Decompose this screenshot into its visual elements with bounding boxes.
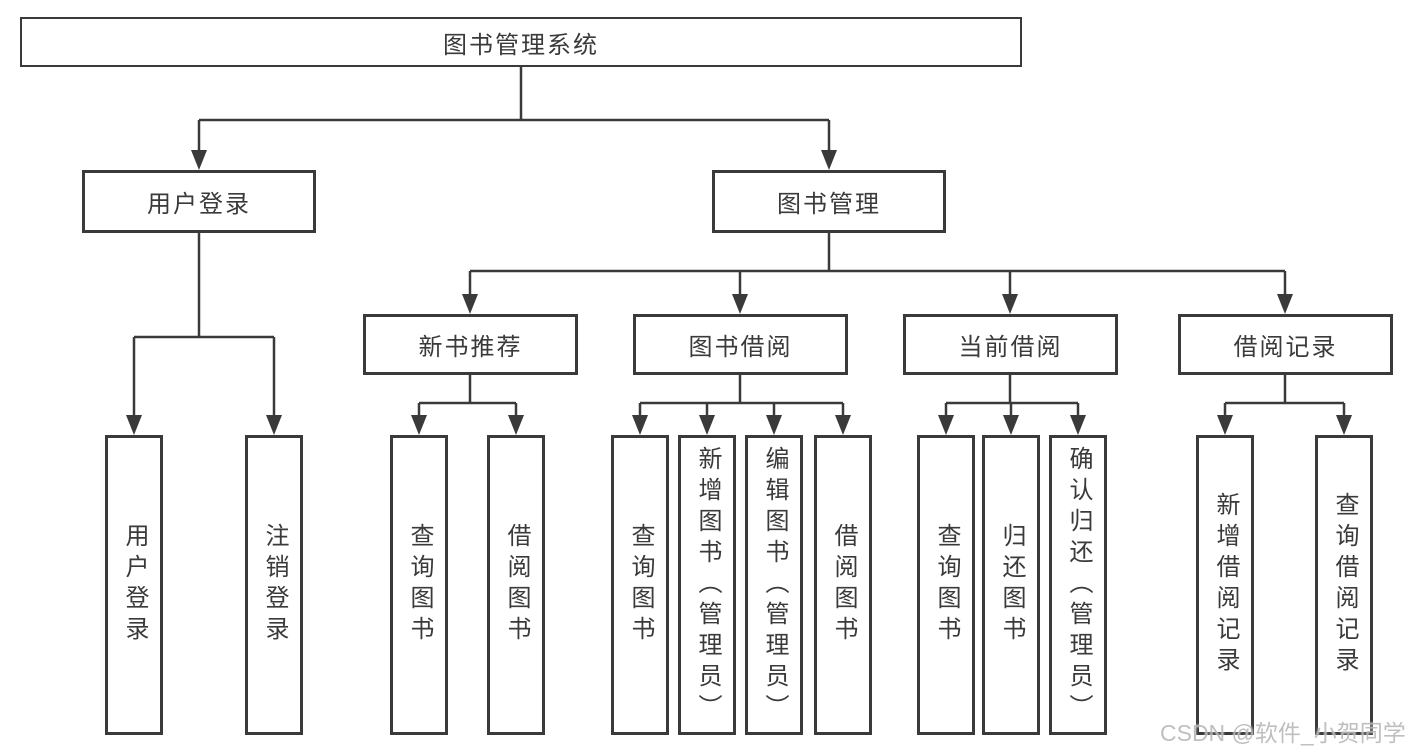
node-leaf-search-books-current: 查询图书 — [917, 435, 975, 735]
node-leaf-return-books-label: 归还图书 — [998, 523, 1025, 647]
node-leaf-search-books-recommend-label: 查询图书 — [406, 523, 433, 647]
arrowheads — [126, 150, 1352, 435]
node-leaf-confirm-return-admin-label: 确认归还（管理员） — [1065, 445, 1092, 725]
node-leaf-add-books-admin: 新增图书（管理员） — [678, 435, 736, 735]
node-book-management-label: 图书管理 — [777, 191, 881, 218]
node-leaf-borrow-books-recommend: 借阅图书 — [487, 435, 545, 735]
node-root: 图书管理系统 — [20, 17, 1022, 67]
node-leaf-logout: 注销登录 — [245, 435, 303, 735]
node-leaf-confirm-return-admin: 确认归还（管理员） — [1049, 435, 1107, 735]
node-borrowing-records: 借阅记录 — [1178, 314, 1393, 375]
node-book-management: 图书管理 — [712, 170, 946, 233]
node-new-book-recommend-label: 新书推荐 — [418, 334, 523, 361]
node-leaf-user-login: 用户登录 — [105, 435, 163, 735]
node-new-book-recommend: 新书推荐 — [363, 314, 578, 375]
node-leaf-search-books-borrowing-label: 查询图书 — [627, 523, 654, 647]
node-leaf-borrow-books-borrowing: 借阅图书 — [814, 435, 872, 735]
node-leaf-return-books: 归还图书 — [982, 435, 1040, 735]
node-borrowing-records-label: 借阅记录 — [1233, 334, 1338, 361]
node-current-borrowing-label: 当前借阅 — [958, 334, 1063, 361]
node-leaf-borrow-books-borrowing-label: 借阅图书 — [830, 523, 857, 647]
node-book-borrowing-label: 图书借阅 — [688, 334, 793, 361]
node-leaf-edit-books-admin-label: 编辑图书（管理员） — [761, 445, 788, 725]
node-leaf-add-borrow-record: 新增借阅记录 — [1196, 435, 1254, 735]
node-leaf-search-books-borrowing: 查询图书 — [611, 435, 669, 735]
node-leaf-search-borrow-record-label: 查询借阅记录 — [1331, 492, 1358, 678]
node-current-borrowing: 当前借阅 — [903, 314, 1118, 375]
node-leaf-logout-label: 注销登录 — [261, 523, 288, 647]
node-leaf-add-borrow-record-label: 新增借阅记录 — [1212, 492, 1239, 678]
node-leaf-edit-books-admin: 编辑图书（管理员） — [745, 435, 803, 735]
node-book-borrowing: 图书借阅 — [633, 314, 848, 375]
node-user-login-label: 用户登录 — [147, 191, 251, 218]
node-leaf-add-books-admin-label: 新增图书（管理员） — [694, 445, 721, 725]
node-leaf-search-books-current-label: 查询图书 — [933, 523, 960, 647]
watermark: CSDN @软件_小贺同学 — [1160, 720, 1405, 746]
node-leaf-search-borrow-record: 查询借阅记录 — [1315, 435, 1373, 735]
node-leaf-user-login-label: 用户登录 — [121, 523, 148, 647]
node-leaf-search-books-recommend: 查询图书 — [390, 435, 448, 735]
node-leaf-borrow-books-recommend-label: 借阅图书 — [503, 523, 530, 647]
node-root-label: 图书管理系统 — [443, 31, 599, 59]
node-user-login: 用户登录 — [82, 170, 316, 233]
